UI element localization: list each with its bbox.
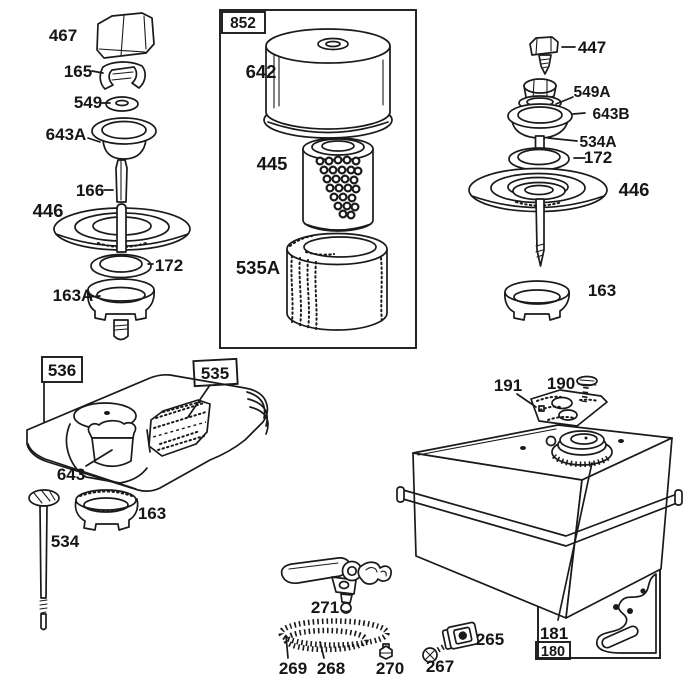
part-163A-base xyxy=(86,278,156,341)
exploded-view-right: 447 549A 643B 534A xyxy=(468,36,650,321)
label-271: 271 xyxy=(311,598,339,617)
part-191-gasket xyxy=(516,389,608,427)
part-535-foam xyxy=(148,399,211,457)
label-269: 269 xyxy=(279,659,307,678)
part-163-base-left xyxy=(74,489,139,531)
label-270: 270 xyxy=(376,659,404,678)
label-172-right: 172 xyxy=(584,148,612,167)
label-267: 267 xyxy=(426,657,454,676)
label-190: 190 xyxy=(547,374,575,393)
label-535: 535 xyxy=(201,364,229,383)
part-fuel-tank xyxy=(412,424,673,619)
part-643B-cup xyxy=(507,103,586,139)
boxed-view-852: 852 642 xyxy=(219,9,417,349)
label-163A: 163A xyxy=(53,286,94,305)
label-852: 852 xyxy=(230,15,256,32)
label-447: 447 xyxy=(578,38,606,57)
label-534A: 534A xyxy=(579,134,616,151)
label-446-left: 446 xyxy=(33,200,64,221)
callout-frame-852 xyxy=(219,9,417,349)
label-445: 445 xyxy=(257,153,288,174)
part-549A-cap xyxy=(518,78,574,111)
part-270-nut xyxy=(379,643,393,660)
label-534: 534 xyxy=(51,532,80,551)
label-172-left: 172 xyxy=(155,256,183,275)
part-172-ring-left xyxy=(90,253,154,279)
label-165: 165 xyxy=(64,62,92,81)
label-467: 467 xyxy=(49,26,77,45)
leader-535 xyxy=(187,384,211,418)
label-536: 536 xyxy=(48,361,76,380)
part-190-screw xyxy=(576,375,598,403)
part-643A-cup xyxy=(87,117,157,160)
part-445-cartridge xyxy=(302,137,374,232)
part-181-bracket xyxy=(596,573,657,654)
label-643A: 643A xyxy=(46,125,87,144)
label-549: 549 xyxy=(74,93,102,112)
label-180: 180 xyxy=(541,644,565,660)
part-643-cup xyxy=(85,419,137,468)
part-642-cover xyxy=(263,28,393,139)
part-534-dipstick xyxy=(28,489,60,631)
part-fuel-cap xyxy=(545,430,613,468)
perforation-holes xyxy=(315,155,363,220)
part-549-washer xyxy=(101,96,139,112)
fuel-tank-assembly: 191 190 181 180 xyxy=(396,374,683,660)
label-643: 643 xyxy=(57,465,85,484)
part-tank-strap xyxy=(396,486,683,547)
leader-181 xyxy=(557,462,593,621)
exploded-view-left: 467 165 549 643A 166 xyxy=(33,12,191,341)
part-269-268-spring xyxy=(278,618,390,659)
label-163-right: 163 xyxy=(588,281,616,300)
part-267-screw xyxy=(422,639,454,663)
part-165-clip xyxy=(91,61,146,90)
label-549A: 549A xyxy=(573,84,610,101)
callout-box-535 xyxy=(192,357,239,388)
part-467-knob xyxy=(96,12,155,59)
label-166: 166 xyxy=(76,181,104,200)
callout-box-536 xyxy=(41,356,83,383)
label-268: 268 xyxy=(317,659,345,678)
part-166-pin xyxy=(103,159,128,203)
label-191: 191 xyxy=(494,376,522,395)
label-643B: 643B xyxy=(592,106,629,123)
label-181: 181 xyxy=(540,624,568,643)
part-535A-foam xyxy=(286,232,388,331)
callout-box-180 xyxy=(535,641,571,660)
label-642: 642 xyxy=(246,61,277,82)
part-rod-left xyxy=(116,203,127,253)
part-447-screw xyxy=(529,36,576,75)
part-265-clamp xyxy=(441,621,480,650)
part-163-base-right xyxy=(504,280,570,321)
label-265: 265 xyxy=(476,630,504,649)
part-271-lever xyxy=(280,557,392,614)
label-535A: 535A xyxy=(236,257,280,278)
part-rod-right xyxy=(535,198,545,267)
oval-air-cleaner: 643 163 534 536 535 xyxy=(26,356,269,631)
label-446-right: 446 xyxy=(619,179,650,200)
callout-box-852 xyxy=(221,11,266,34)
control-linkage: 271 269 268 270 267 265 xyxy=(278,557,504,678)
part-172-ring-right xyxy=(508,147,586,171)
label-163-left: 163 xyxy=(138,504,166,523)
